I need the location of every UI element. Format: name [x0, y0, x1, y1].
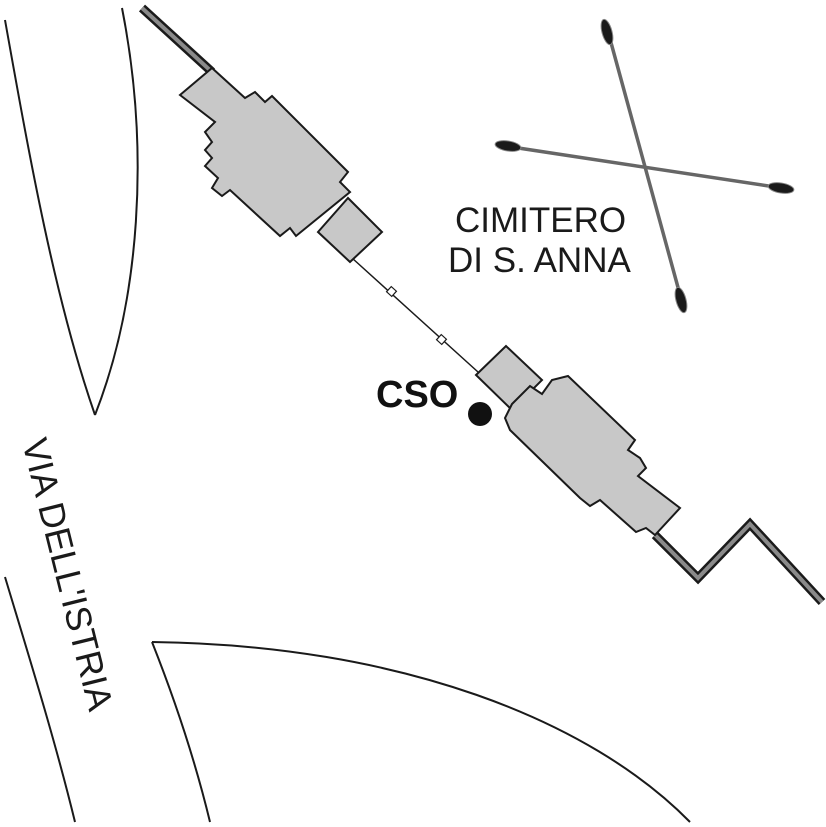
building-lower: [474, 344, 682, 537]
building-lower-main: [503, 374, 682, 537]
line-marker-1: [385, 285, 398, 298]
building-upper: [178, 66, 384, 264]
connecting-line: [351, 257, 479, 373]
road-curve-lower-block-side: [151, 641, 211, 823]
line-marker-2: [435, 333, 448, 346]
cemetery-label-line2: DI S. ANNA: [448, 241, 631, 280]
road-curve-upper-left-inner: [94, 7, 139, 416]
road-curve-lower-block: [151, 641, 691, 823]
road-curve-upper-left-outer: [4, 19, 96, 416]
station-label: CSO: [376, 374, 458, 416]
point-marker-icon: [468, 402, 492, 426]
cemetery-cross-icon: [494, 18, 795, 314]
wall-segment-bottom-fill: [653, 521, 824, 604]
building-upper-annex: [316, 196, 384, 264]
road-outlines: [4, 7, 691, 823]
road-label: VIA DELL'ISTRIA: [14, 434, 121, 715]
cemetery-label-line1: CIMITERO: [455, 201, 626, 240]
building-upper-main: [178, 66, 352, 238]
boundary-wall: [138, 4, 826, 606]
wall-segment-top-fill: [140, 6, 214, 74]
road-curve-lower-left: [4, 576, 76, 823]
